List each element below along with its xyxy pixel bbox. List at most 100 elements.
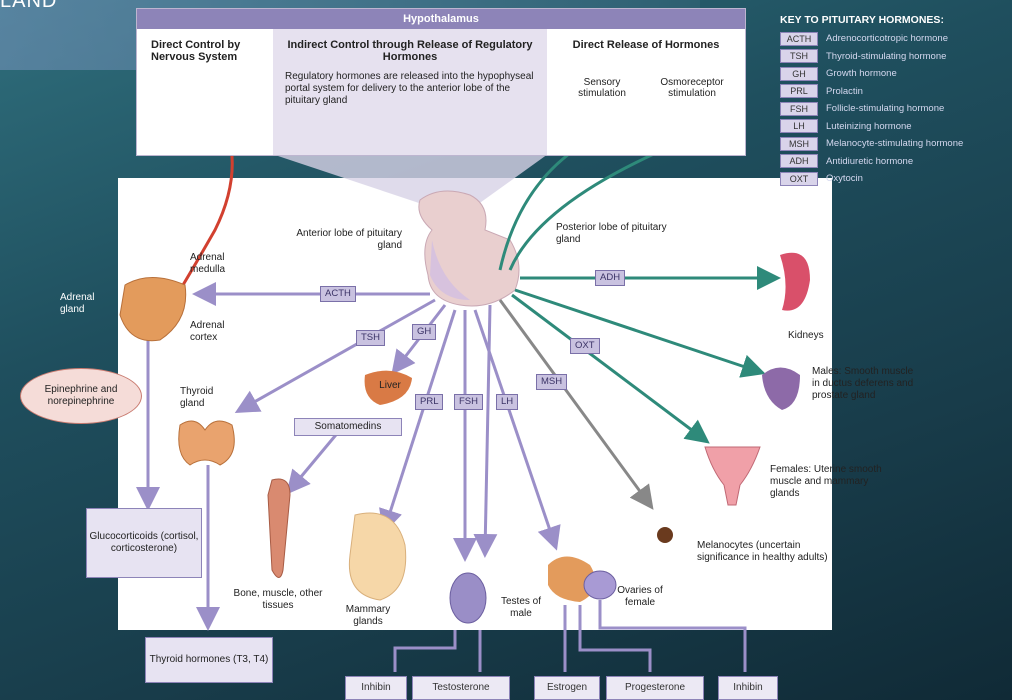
adrenal-gland-label: Adrenal gland — [60, 292, 95, 315]
hypothalamus-header: Hypothalamus — [137, 9, 745, 29]
estrogen-box: Estrogen — [534, 676, 600, 700]
key-row: FSH Follicle-stimulating hormone — [772, 100, 1008, 118]
posterior-lobe-label: Posterior lobe of pituitary gland — [556, 222, 667, 245]
thyroid-shape — [178, 420, 235, 466]
mammary-label: Mammary glands — [345, 604, 391, 627]
direct-control-column: Direct Control by Nervous System — [137, 29, 273, 155]
females-label: Females: Uterine smooth muscle and mamma… — [770, 464, 882, 499]
osmo-stim-label: Osmoreceptor stimulation — [660, 77, 724, 99]
tsh-arrow — [234, 298, 436, 413]
key-row: MSH Melanocyte-stimulating hormone — [772, 135, 1008, 153]
key-row: PRL Prolactin — [772, 83, 1008, 101]
epinephrine-label: Epinephrine and norepinephrine — [44, 384, 118, 407]
key-name: Luteinizing hormone — [826, 120, 912, 132]
adrenal-cortex-label: Adrenal cortex — [190, 320, 225, 343]
gh-tag: GH — [412, 324, 437, 340]
key-abbr: OXT — [780, 171, 818, 186]
ovary-follicles — [583, 570, 617, 600]
key-abbr: FSH — [780, 101, 818, 116]
slide-title: LAND — [0, 0, 58, 12]
key-abbr: GH — [780, 66, 818, 81]
ovary-shape — [548, 556, 596, 602]
epinephrine-bubble: Epinephrine and norepinephrine — [20, 368, 142, 424]
testosterone-box: Testosterone — [412, 676, 510, 700]
somatomedin-arrow — [286, 429, 342, 495]
ovaries-label: Ovaries of female — [617, 585, 663, 608]
inhibin-female-box: Inhibin — [718, 676, 778, 700]
key-name: Prolactin — [826, 85, 863, 97]
key-title: KEY TO PITUITARY HORMONES: — [780, 14, 944, 26]
inhibin-male-box: Inhibin — [345, 676, 407, 700]
lh-testes-arrow — [473, 304, 498, 558]
direct-release-title: Direct Release of Hormones — [572, 39, 720, 51]
key-row: OXT Oxytocin — [772, 170, 1008, 188]
key-name: Thyroid-stimulating hormone — [826, 50, 947, 62]
thyroid-gland-label: Thyroid gland — [180, 386, 214, 409]
oxt-tag: OXT — [570, 338, 600, 354]
adrenal-gland-shape — [119, 277, 187, 342]
prl-arrow — [379, 309, 457, 534]
glucocorticoids-label: Glucocorticoids (cortisol, corticosteron… — [89, 531, 199, 554]
progesterone-box: Progesterone — [606, 676, 704, 700]
direct-control-title: Direct Control by Nervous System — [151, 39, 241, 63]
testes-shape — [449, 572, 487, 624]
key-row: GH Growth hormone — [772, 65, 1008, 83]
melanocyte-shape — [657, 527, 673, 543]
key-name: Oxytocin — [826, 173, 863, 185]
adrenal-medulla-label: Adrenal medulla — [190, 252, 226, 275]
key-row: LH Luteinizing hormone — [772, 118, 1008, 136]
testes-label: Testes of male — [500, 596, 542, 619]
indirect-control-title: Indirect Control through Release of Regu… — [287, 39, 533, 63]
thyroid-hormones-box: Thyroid hormones (T3, T4) — [145, 637, 273, 683]
key-abbr: LH — [780, 119, 818, 134]
thyroid-hormones-label: Thyroid hormones (T3, T4) — [149, 654, 269, 665]
sensory-stim-label: Sensory stimulation — [578, 77, 626, 99]
msh-arrow — [498, 299, 654, 510]
key-name: Antidiuretic hormone — [826, 155, 914, 167]
anterior-lobe — [430, 240, 470, 300]
portal-funnel — [272, 154, 548, 210]
bone-shape — [267, 478, 291, 578]
inhibin1-line — [393, 630, 457, 672]
key-abbr: MSH — [780, 136, 818, 151]
anterior-lobe-label: Anterior lobe of pituitary gland — [296, 228, 402, 251]
key-name: Melanocyte-stimulating hormone — [826, 138, 964, 150]
inhibin2-line — [598, 600, 747, 672]
key-name: Follicle-stimulating hormone — [826, 103, 945, 115]
adh-tag: ADH — [595, 270, 626, 286]
indirect-control-column: Indirect Control through Release of Regu… — [273, 29, 547, 155]
prl-tag: PRL — [415, 394, 444, 410]
uterus-shape — [704, 446, 761, 506]
indirect-control-text: Regulatory hormones are released into th… — [285, 71, 534, 106]
somatomedins-box: Somatomedins — [294, 418, 402, 436]
tsh-tag: TSH — [356, 330, 385, 346]
key-abbr: ACTH — [780, 31, 818, 46]
key-row: ADH Antidiuretic hormone — [772, 153, 1008, 171]
hypothalamus-panel: Hypothalamus Direct Control by Nervous S… — [136, 8, 746, 156]
lh-tag: LH — [496, 394, 519, 410]
fsh-tag: FSH — [454, 394, 483, 410]
kidney-shape — [780, 252, 810, 311]
prostate-shape — [762, 367, 800, 410]
kidneys-label: Kidneys — [788, 330, 824, 341]
glucocorticoids-box: Glucocorticoids (cortisol, corticosteron… — [86, 508, 202, 578]
melanocytes-label: Melanocytes (uncertain significance in h… — [697, 540, 828, 563]
key-abbr: PRL — [780, 84, 818, 99]
key-abbr: ADH — [780, 154, 818, 169]
liver-shape — [364, 370, 412, 405]
oxt-female-arrow — [511, 293, 710, 444]
direct-release-column: Direct Release of Hormones Sensory stimu… — [547, 29, 745, 155]
bone-label: Bone, muscle, other tissues — [233, 588, 323, 611]
males-label: Males: Smooth muscle in ductus deferens … — [812, 366, 914, 401]
acth-tag: ACTH — [320, 286, 356, 302]
mammary-shape — [348, 512, 407, 601]
msh-tag: MSH — [536, 374, 568, 390]
liver-label: Liver — [379, 380, 401, 391]
oxt-male-arrow — [514, 288, 766, 378]
key-name: Growth hormone — [826, 68, 897, 80]
key-abbr: TSH — [780, 49, 818, 64]
